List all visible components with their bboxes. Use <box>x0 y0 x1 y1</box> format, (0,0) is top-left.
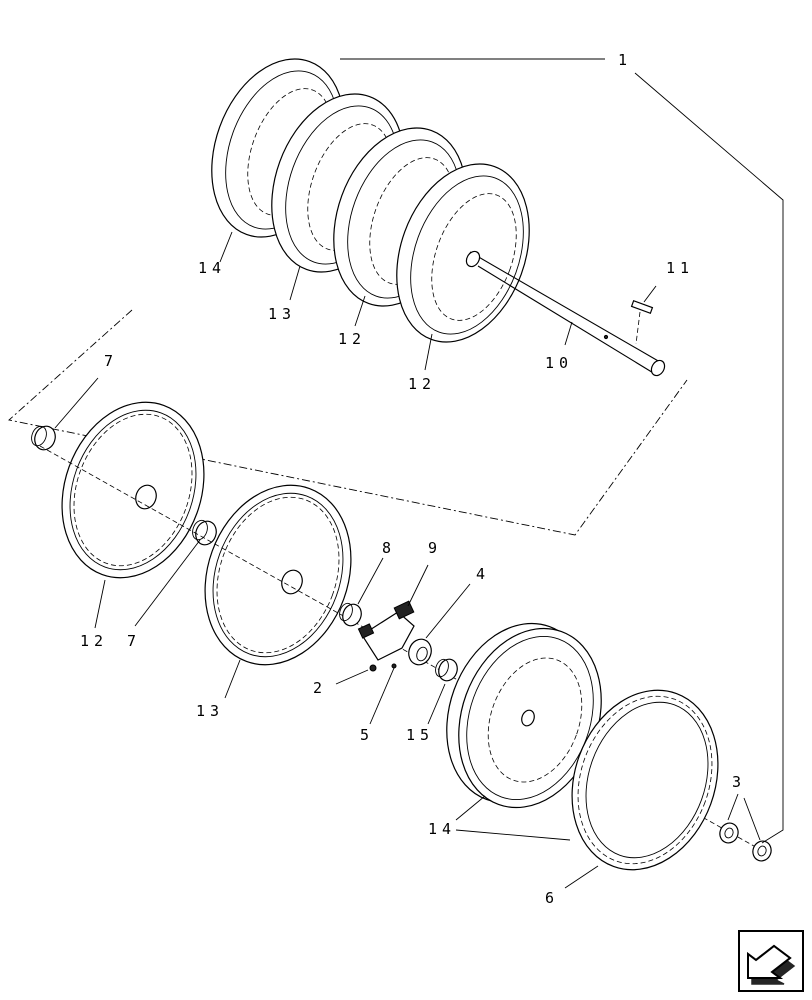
wheel-13-lower <box>204 484 352 666</box>
callout-11: 11 <box>666 259 694 277</box>
fitting-5 <box>391 663 397 669</box>
screw-2 <box>369 664 377 672</box>
wheel-12-top-b <box>396 163 530 343</box>
callout-4: 4 <box>476 565 490 583</box>
callout-3: 3 <box>732 773 746 791</box>
assembly-boundary <box>8 309 688 536</box>
callout-2: 2 <box>313 679 327 697</box>
nut-1 <box>752 840 772 862</box>
callout-12: 12 <box>80 632 108 650</box>
callout-7: 7 <box>127 632 141 650</box>
callout-5: 5 <box>360 726 374 744</box>
callout-12: 12 <box>338 330 366 348</box>
callout-14: 14 <box>198 259 226 277</box>
arrow-icon <box>747 944 796 985</box>
bushing-7-a <box>31 425 56 451</box>
callout-15: 15 <box>406 726 434 744</box>
callout-10: 10 <box>545 354 573 372</box>
callout-7: 7 <box>104 352 118 370</box>
leader-lines <box>54 58 784 889</box>
callout-12: 12 <box>408 375 436 393</box>
callout-14: 14 <box>428 820 456 838</box>
bushing-15 <box>435 658 458 682</box>
bracket-9 <box>357 600 415 661</box>
nut-3 <box>719 822 739 844</box>
callout-8: 8 <box>382 539 396 557</box>
callout-13: 13 <box>196 702 224 720</box>
callout-labels: 1 14 13 12 12 11 10 7 12 7 13 8 9 4 2 5 … <box>80 51 746 907</box>
bushing-7-b <box>192 519 217 546</box>
navigation-button[interactable] <box>738 930 804 992</box>
tire-6 <box>571 689 719 871</box>
callout-1: 1 <box>618 51 632 69</box>
pin-11 <box>630 299 654 345</box>
bearing-4 <box>408 638 432 666</box>
wheel-14-lower <box>446 622 602 809</box>
bushing-8 <box>339 602 362 627</box>
shaft-10 <box>465 250 666 377</box>
wheel-12-lower <box>61 401 205 579</box>
callout-13: 13 <box>268 305 296 323</box>
callout-6: 6 <box>545 889 559 907</box>
callout-9: 9 <box>428 539 442 557</box>
